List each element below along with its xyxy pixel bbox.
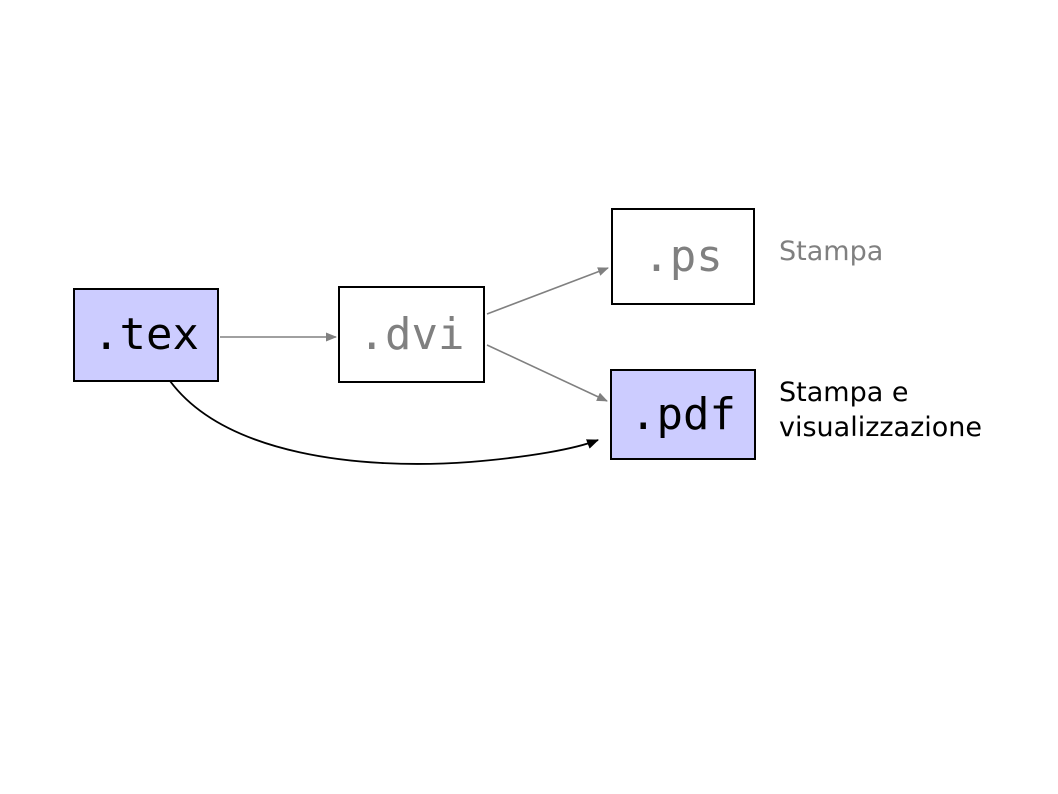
node-tex-label: .tex — [93, 309, 199, 360]
annotation-ps-note: Stampa — [779, 236, 884, 267]
node-dvi-label: .dvi — [358, 308, 465, 360]
node-pdf-label: .pdf — [630, 388, 736, 440]
edge-dvi-to-pdf — [486, 344, 608, 402]
node-dvi[interactable]: .dvi — [338, 286, 485, 383]
node-pdf[interactable]: .pdf — [610, 369, 756, 460]
annotation-pdf-note: Stampa e visualizzazione — [779, 377, 983, 443]
edge-dvi-to-ps — [486, 267, 609, 315]
node-ps-label: .ps — [643, 230, 723, 282]
node-ps[interactable]: .ps — [611, 208, 755, 305]
node-tex[interactable]: .tex — [73, 288, 219, 382]
edge-tex-to-pdf — [169, 380, 599, 465]
